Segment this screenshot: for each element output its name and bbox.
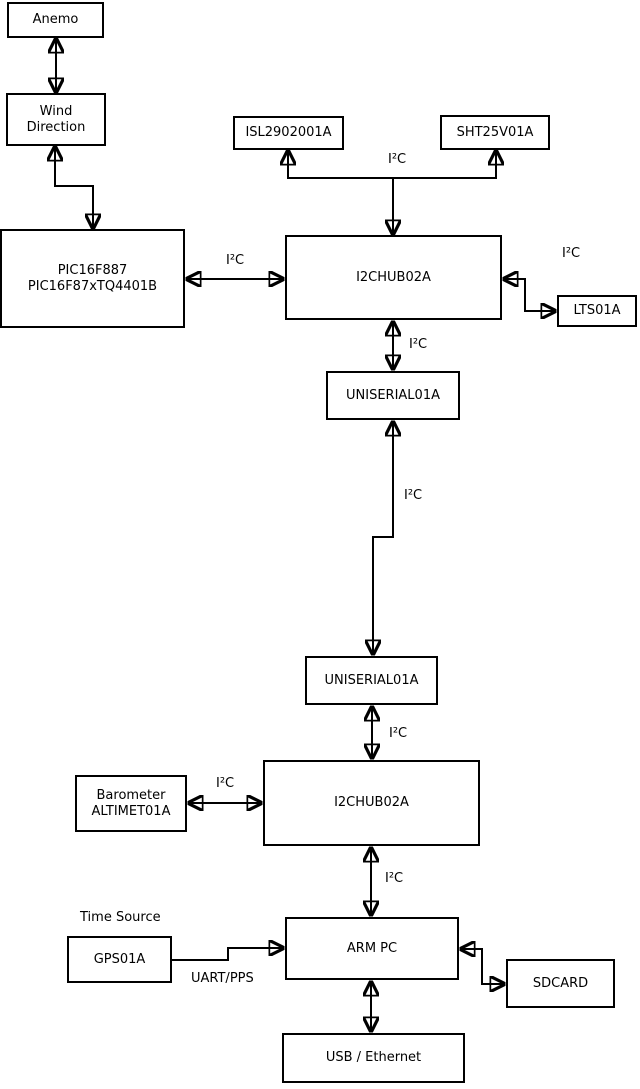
node-usb-ethernet-label: USB / Ethernet bbox=[325, 1050, 422, 1065]
node-i2chub02a-top: I2CHUB02A bbox=[285, 235, 502, 320]
node-barometer-line1: Barometer bbox=[96, 787, 166, 803]
node-usb-ethernet: USB / Ethernet bbox=[282, 1033, 465, 1083]
label-i2c-uniserial-link: I²C bbox=[404, 488, 423, 503]
node-wind-direction-line1: Wind bbox=[39, 103, 73, 119]
label-uart-pps: UART/PPS bbox=[191, 971, 254, 986]
node-uniserial01a-bottom: UNISERIAL01A bbox=[305, 656, 438, 705]
label-i2c-hub-lts: I²C bbox=[562, 246, 581, 261]
label-i2c-hub2-arm: I²C bbox=[385, 871, 404, 886]
edge-wind-pic bbox=[55, 147, 93, 228]
node-wind-direction: Wind Direction bbox=[6, 93, 106, 146]
edge-hub1-lts bbox=[504, 279, 555, 311]
node-anemo: Anemo bbox=[7, 2, 104, 38]
label-i2c-sensor-bus: I²C bbox=[388, 152, 407, 167]
node-barometer: Barometer ALTIMET01A bbox=[75, 775, 187, 832]
label-i2c-hub-uniserial: I²C bbox=[409, 337, 428, 352]
node-uniserial01a-top: UNISERIAL01A bbox=[326, 371, 460, 420]
node-sdcard: SDCARD bbox=[506, 959, 615, 1008]
node-anemo-label: Anemo bbox=[32, 12, 79, 27]
edge-gps-armpc bbox=[172, 948, 283, 961]
label-i2c-uniserial-hub2: I²C bbox=[389, 726, 408, 741]
edge-armpc-sdcard bbox=[461, 949, 504, 984]
edge-uniserial1-uniserial2 bbox=[373, 422, 393, 654]
node-arm-pc-label: ARM PC bbox=[346, 940, 398, 956]
node-uniserial01a-top-label: UNISERIAL01A bbox=[346, 387, 440, 403]
node-i2chub02a-top-label: I2CHUB02A bbox=[356, 269, 431, 285]
node-isl2902001a: ISL2902001A bbox=[233, 116, 344, 150]
label-i2c-pic-hub: I²C bbox=[226, 253, 245, 268]
node-pic16f887: PIC16F887 PIC16F87xTQ4401B bbox=[0, 229, 185, 328]
node-barometer-line2: ALTIMET01A bbox=[91, 803, 171, 819]
node-gps01a-label: GPS01A bbox=[93, 951, 146, 967]
node-lts01a-label: LTS01A bbox=[573, 303, 621, 318]
node-pic16f887-line2: PIC16F87xTQ4401B bbox=[27, 278, 158, 294]
label-time-source: Time Source bbox=[80, 910, 161, 925]
node-pic16f887-line1: PIC16F887 bbox=[57, 262, 128, 278]
node-arm-pc: ARM PC bbox=[285, 917, 459, 980]
node-uniserial01a-bottom-label: UNISERIAL01A bbox=[324, 672, 419, 688]
node-i2chub02a-bottom: I2CHUB02A bbox=[263, 760, 480, 846]
node-isl2902001a-label: ISL2902001A bbox=[245, 125, 332, 140]
node-i2chub02a-bottom-label: I2CHUB02A bbox=[334, 795, 409, 810]
node-sdcard-label: SDCARD bbox=[532, 975, 589, 991]
node-sht25v01a: SHT25V01A bbox=[440, 115, 550, 150]
node-sht25v01a-label: SHT25V01A bbox=[456, 124, 534, 140]
node-lts01a: LTS01A bbox=[557, 295, 637, 327]
node-gps01a: GPS01A bbox=[67, 936, 172, 983]
label-i2c-barometer: I²C bbox=[216, 776, 235, 791]
node-wind-direction-line2: Direction bbox=[26, 119, 86, 135]
